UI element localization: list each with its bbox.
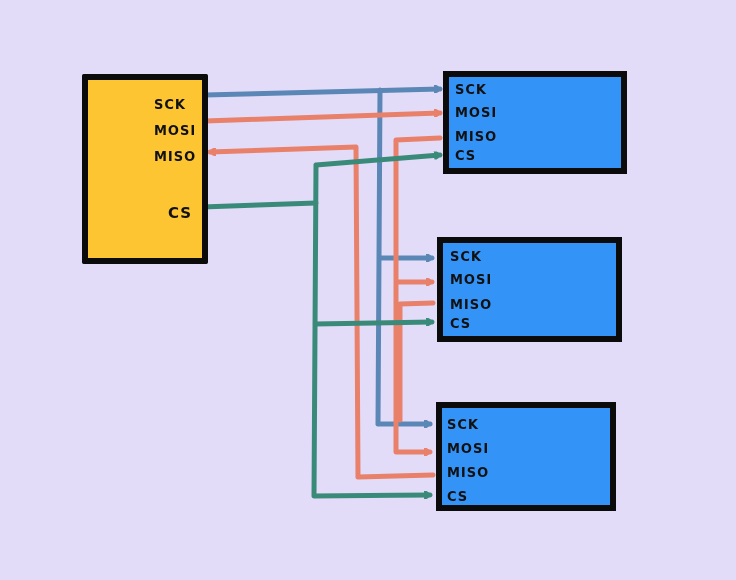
master-miso-label: MISO <box>154 150 197 165</box>
slave-device-3: SCK MOSI MISO CS <box>436 402 616 511</box>
sck-wire-1 <box>202 89 443 98</box>
mosi-wire-1 <box>202 113 443 124</box>
mosi-bus <box>393 135 443 452</box>
slave1-miso-label: MISO <box>455 130 498 145</box>
master-sck-label: SCK <box>154 98 186 113</box>
slave2-mosi-label: MOSI <box>450 273 493 288</box>
miso-wire-1 <box>355 472 436 480</box>
slave1-sck-label: SCK <box>455 83 487 98</box>
slave2-miso-label: MISO <box>450 298 493 313</box>
slave2-sck-label: SCK <box>450 250 482 265</box>
cs-bus <box>311 162 433 496</box>
master-device: SCK MOSI MISO CS <box>82 74 208 264</box>
cs-wire-master <box>199 200 319 210</box>
slave-device-2: SCK MOSI MISO CS <box>437 237 622 342</box>
slave3-mosi-label: MOSI <box>447 442 490 457</box>
slave3-miso-label: MISO <box>447 466 490 481</box>
slave1-cs-label: CS <box>455 149 477 164</box>
miso-bus <box>207 144 361 480</box>
miso-wire-2 <box>397 300 436 423</box>
slave3-cs-label: CS <box>447 490 469 505</box>
slave1-mosi-label: MOSI <box>455 106 498 121</box>
slave-device-1: SCK MOSI MISO CS <box>443 71 627 174</box>
master-mosi-label: MOSI <box>154 124 197 139</box>
slave3-sck-label: SCK <box>447 418 479 433</box>
slave2-cs-label: CS <box>450 317 472 332</box>
cs-wire-1 <box>313 155 443 168</box>
master-cs-label: CS <box>168 204 193 222</box>
cs-wire-2 <box>312 322 435 327</box>
